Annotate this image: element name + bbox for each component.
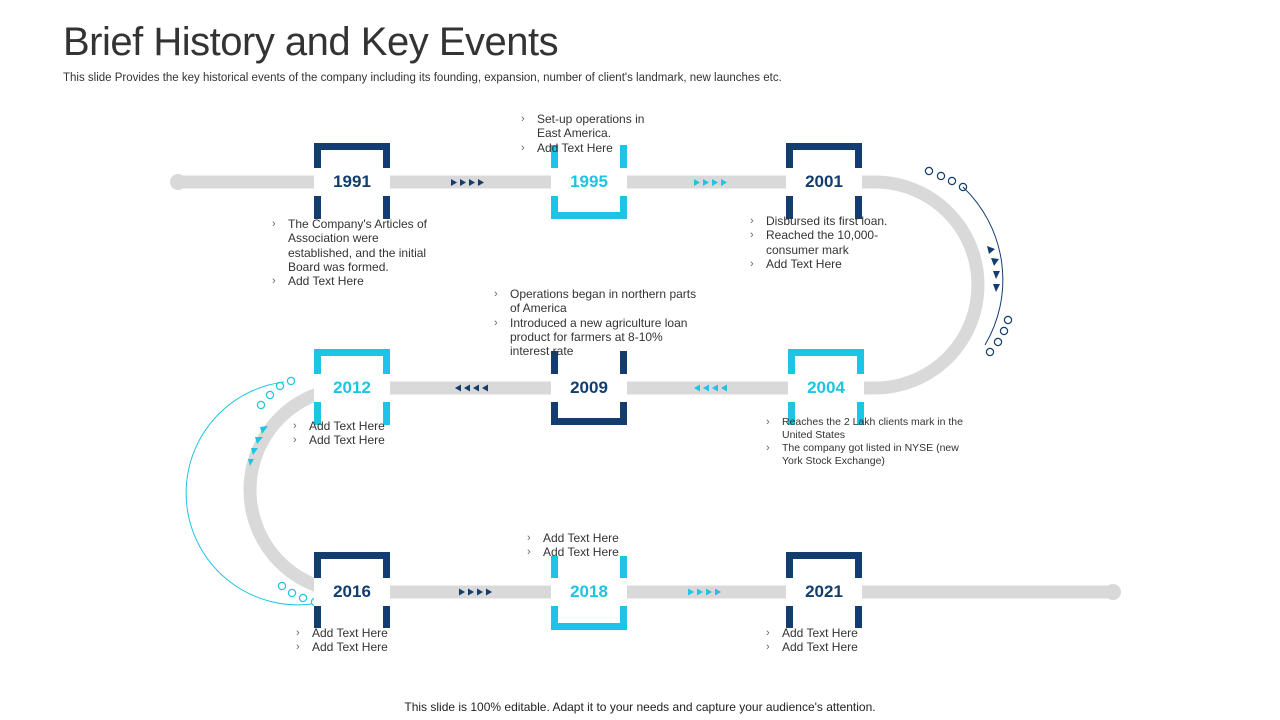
year-label-2009: 2009 [570, 378, 608, 397]
year-label-1991: 1991 [333, 172, 371, 191]
year-label-2012: 2012 [333, 378, 371, 397]
milestone-text-2012: Add Text Here Add Text Here [291, 419, 421, 448]
arrows-2018-2021 [688, 588, 721, 596]
footer-note: This slide is 100% editable. Adapt it to… [404, 700, 876, 714]
milestone-text-2009: Operations began in northern parts of Am… [492, 287, 702, 358]
year-label-2004: 2004 [807, 378, 845, 397]
milestone-text-2004: Reaches the 2 Lakh clients mark in the U… [764, 416, 974, 468]
right-arc-dots [924, 166, 1013, 357]
track-start-cap [170, 174, 186, 190]
year-frame-2021 [786, 552, 862, 628]
list-item: Introduced a new agriculture loan produc… [492, 316, 702, 359]
arrows-2009-2012 [455, 384, 488, 392]
list-item: Add Text Here [294, 626, 424, 641]
left-arc-line [185, 381, 313, 606]
year-label-2016: 2016 [333, 582, 371, 601]
milestone-text-1991: The Company's Articles of Association we… [270, 217, 440, 289]
year-label-2018: 2018 [570, 582, 608, 601]
list-item: Add Text Here [525, 531, 655, 546]
list-item: The company got listed in NYSE (new York… [764, 442, 974, 468]
list-item: Set-up operations in East America. [519, 112, 669, 141]
left-arc-arrows [248, 426, 268, 466]
year-frame-2012 [314, 349, 390, 425]
page-subtitle: This slide Provides the key historical e… [63, 72, 782, 84]
year-frame-2016 [314, 552, 390, 628]
list-item: Operations began in northern parts of Am… [492, 287, 702, 316]
milestone-text-2021: Add Text Here Add Text Here [764, 626, 894, 655]
year-frame-1995 [551, 145, 627, 219]
milestone-text-2016: Add Text Here Add Text Here [294, 626, 424, 655]
list-item: Add Text Here [294, 640, 424, 655]
year-frame-2004 [788, 349, 864, 425]
milestone-text-2018: Add Text Here Add Text Here [525, 531, 655, 560]
page-title: Brief History and Key Events [63, 20, 559, 64]
list-item: Add Text Here [291, 433, 421, 448]
right-arc-line [962, 186, 1004, 346]
milestone-text-1995: Set-up operations in East America. Add T… [519, 112, 669, 155]
year-label-2001: 2001 [805, 172, 843, 191]
list-item: Add Text Here [291, 419, 421, 434]
arrows-1991-1995 [451, 179, 484, 186]
list-item: The Company's Articles of Association we… [270, 217, 440, 274]
year-frame-2001 [786, 143, 862, 219]
list-item: Reached the 10,000-consumer mark [748, 228, 898, 257]
list-item: Reaches the 2 Lakh clients mark in the U… [764, 416, 974, 442]
arrows-2004-2009 [694, 384, 727, 392]
year-frame-2018 [551, 556, 627, 630]
list-item: Disbursed its first loan. [748, 214, 898, 229]
right-arc-arrows [987, 246, 1000, 292]
list-item: Add Text Here [764, 626, 894, 641]
track-end-cap [1105, 584, 1121, 600]
year-label-1995: 1995 [570, 172, 608, 191]
list-item: Add Text Here [270, 274, 440, 289]
arrows-1995-2001 [694, 179, 727, 186]
arrows-2016-2018 [459, 588, 492, 596]
year-frame-1991 [314, 143, 390, 219]
list-item: Add Text Here [748, 257, 898, 272]
list-item: Add Text Here [519, 141, 669, 156]
year-frame-2009 [551, 351, 627, 425]
list-item: Add Text Here [764, 640, 894, 655]
year-label-2021: 2021 [805, 582, 843, 601]
list-item: Add Text Here [525, 545, 655, 560]
milestone-text-2001: Disbursed its first loan. Reached the 10… [748, 214, 898, 271]
